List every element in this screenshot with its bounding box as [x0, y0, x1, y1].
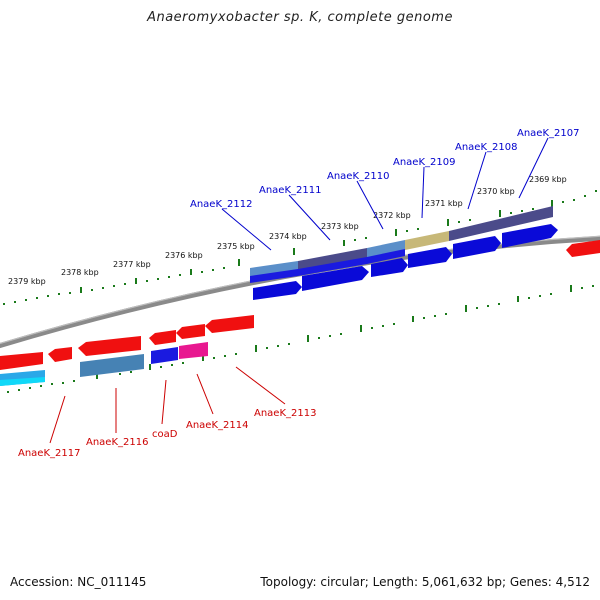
scale-label: 2378 kbp: [61, 268, 99, 277]
accession-label: Accession: NC_011145: [10, 575, 147, 589]
forward-gene-labels: AnaeK_2107 AnaeK_2108 AnaeK_2109 AnaeK_2…: [190, 128, 579, 210]
reverse-feature[interactable]: [151, 347, 178, 364]
forward-feature[interactable]: [250, 261, 298, 278]
forward-gene-arrow[interactable]: [302, 266, 369, 291]
genome-backbone: [0, 235, 600, 349]
forward-feature[interactable]: [298, 248, 367, 271]
gene-label-anaek-2109[interactable]: AnaeK_2109: [393, 157, 455, 168]
reverse-gene-arrow[interactable]: [176, 324, 205, 339]
genome-summary-label: Topology: circular; Length: 5,061,632 bp…: [260, 575, 590, 589]
gene-label-anaek-2108[interactable]: AnaeK_2108: [455, 142, 517, 153]
forward-label-leaders: [221, 137, 549, 251]
reverse-gene-arrow[interactable]: [48, 347, 72, 362]
forward-feature[interactable]: [298, 257, 367, 276]
scale-label: 2370 kbp: [477, 187, 515, 196]
gene-label-anaek-2114[interactable]: AnaeK_2114: [186, 420, 248, 431]
reverse-label-leaders: [49, 366, 286, 444]
scale-label: 2379 kbp: [8, 277, 46, 286]
forward-gene-arrow[interactable]: [408, 247, 452, 268]
gene-label-anaek-2117[interactable]: AnaeK_2117: [18, 448, 80, 459]
reverse-feature[interactable]: [80, 354, 144, 377]
scale-label: 2374 kbp: [269, 232, 307, 241]
forward-gene-arrow[interactable]: [371, 258, 408, 277]
map-title: Anaeromyxobacter sp. K, complete genome: [147, 10, 453, 25]
lower-tick-ring: [7, 285, 594, 393]
forward-feature[interactable]: [367, 249, 405, 264]
scale-labels: 2379 kbp 2378 kbp 2377 kbp 2376 kbp 2375…: [8, 175, 567, 286]
forward-gene-arrow[interactable]: [453, 236, 501, 259]
scale-label: 2375 kbp: [217, 242, 255, 251]
reverse-gene-labels: AnaeK_2113 AnaeK_2114 coaD AnaeK_2116 An…: [18, 408, 316, 459]
gene-label-anaek-2110[interactable]: AnaeK_2110: [327, 171, 389, 182]
reverse-strand-features: [0, 240, 600, 386]
gene-label-anaek-2116[interactable]: AnaeK_2116: [86, 437, 148, 448]
reverse-gene-arrow[interactable]: [566, 240, 600, 257]
reverse-gene-arrow[interactable]: [0, 352, 43, 370]
scale-label: 2373 kbp: [321, 222, 359, 231]
reverse-feature[interactable]: [0, 377, 45, 386]
upper-tick-ring: [3, 190, 597, 305]
reverse-feature[interactable]: [179, 342, 208, 359]
scale-label: 2369 kbp: [529, 175, 567, 184]
forward-feature[interactable]: [405, 231, 449, 250]
reverse-gene-arrow[interactable]: [78, 336, 141, 356]
genome-backbone-highlight: [0, 235, 600, 345]
forward-gene-arrow[interactable]: [502, 224, 558, 248]
forward-feature[interactable]: [250, 269, 298, 283]
scale-label: 2371 kbp: [425, 199, 463, 208]
gene-label-anaek-2111[interactable]: AnaeK_2111: [259, 185, 321, 196]
forward-feature[interactable]: [449, 206, 553, 241]
gene-label-coad[interactable]: coaD: [152, 429, 178, 440]
scale-label: 2376 kbp: [165, 251, 203, 260]
forward-strand-features: [250, 206, 558, 300]
reverse-gene-arrow[interactable]: [149, 330, 176, 345]
scale-label: 2377 kbp: [113, 260, 151, 269]
gene-label-anaek-2107[interactable]: AnaeK_2107: [517, 128, 579, 139]
reverse-gene-arrow[interactable]: [205, 315, 254, 333]
gene-label-anaek-2112[interactable]: AnaeK_2112: [190, 199, 252, 210]
forward-gene-arrow[interactable]: [253, 281, 302, 300]
scale-label: 2372 kbp: [373, 211, 411, 220]
gene-label-anaek-2113[interactable]: AnaeK_2113: [254, 408, 316, 419]
forward-feature[interactable]: [367, 240, 405, 258]
